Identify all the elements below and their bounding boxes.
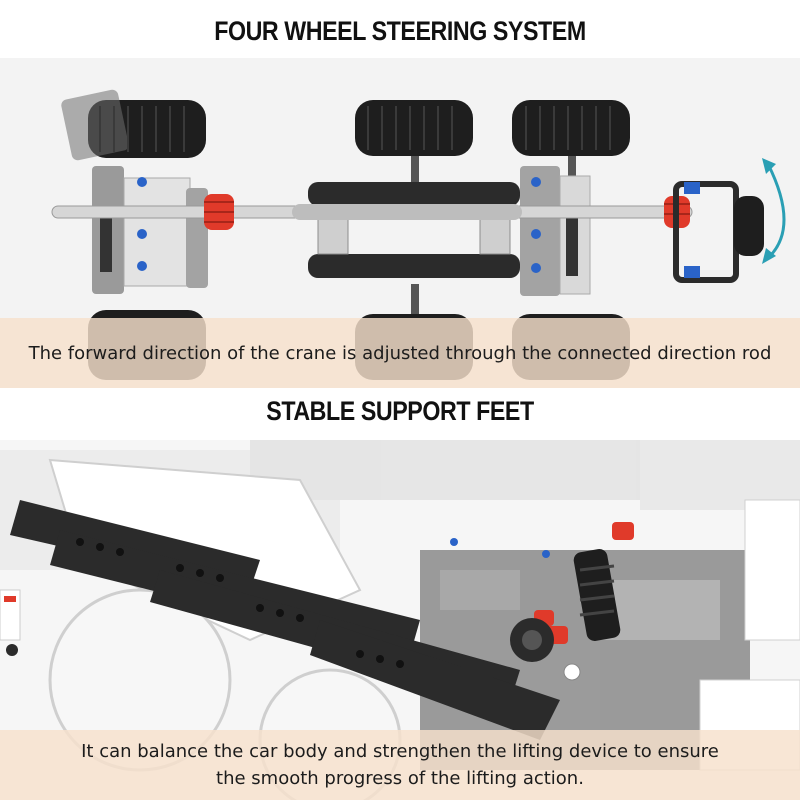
rear-top-tire xyxy=(512,100,630,156)
support-feet-illustration xyxy=(0,440,800,800)
section-heading-steering: FOUR WHEEL STEERING SYSTEM xyxy=(214,16,586,46)
direction-rod xyxy=(51,204,693,220)
support-foot-left xyxy=(0,589,21,656)
support-caption: It can balance the car body and strength… xyxy=(81,741,719,789)
steering-caption: The forward direction of the crane is ad… xyxy=(28,342,772,364)
central-frame xyxy=(308,182,520,278)
steering-caption-band: The forward direction of the crane is ad… xyxy=(0,318,800,388)
left-steering-assembly xyxy=(92,166,208,294)
steering-control-gear xyxy=(673,181,764,283)
middle-top-tire xyxy=(355,100,473,156)
support-feet-image xyxy=(0,440,800,800)
section-heading-support-feet: STABLE SUPPORT FEET xyxy=(266,396,534,426)
right-steering-assembly xyxy=(520,166,591,296)
red-gear-left xyxy=(204,194,234,230)
rotation-arrow-icon xyxy=(766,163,786,260)
front-left-tire xyxy=(61,89,206,161)
shock-absorber xyxy=(573,522,634,642)
support-caption-band: It can balance the car body and strength… xyxy=(0,730,800,800)
support-leg-beams xyxy=(10,500,560,740)
